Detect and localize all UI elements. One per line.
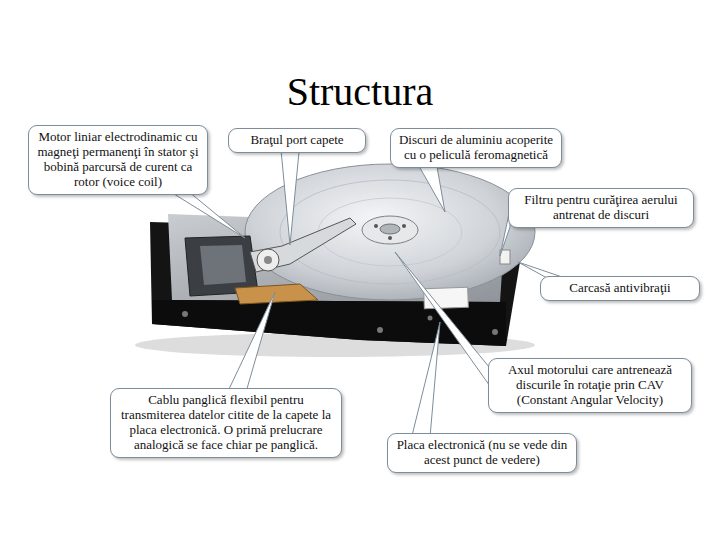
callout-text: Filtru pentru curăţirea aerului antrenat… (515, 193, 687, 223)
voice-coil (200, 245, 246, 285)
callout-text: Axul motorului care antrenează discurile… (495, 363, 685, 408)
head-arm (250, 218, 356, 272)
callout-box: Axul motorului care antrenează discurile… (488, 358, 692, 413)
screw (492, 329, 498, 335)
callout-box: Filtru pentru curăţirea aerului antrenat… (508, 188, 694, 228)
callout-text: Motor liniar electrodinamic cu magneţi p… (35, 130, 201, 190)
callout-tail (419, 166, 445, 212)
callout-text: Cablu panglică flexibil pentru transmite… (117, 393, 335, 453)
spindle (380, 224, 400, 234)
callout-text: Braţul port capete (235, 133, 359, 148)
screw (402, 224, 406, 228)
callout-box: Braţul port capete (228, 128, 366, 153)
screw (388, 236, 392, 240)
callout-text: Carcasă antivibraţii (547, 281, 693, 296)
arm-pivot (257, 249, 279, 271)
callout-text: Placa electronică (nu se vede din acest … (394, 438, 570, 468)
screw (182, 311, 188, 317)
callout-tail (229, 292, 275, 390)
callout-tail (172, 193, 245, 238)
callout-text: Discuri de aluminiu acoperite cu o pelic… (397, 133, 555, 163)
callout-box: Motor liniar electrodinamic cu magneţi p… (28, 125, 208, 195)
callout-tail (281, 151, 299, 245)
callout-box: Carcasă antivibraţii (540, 276, 700, 301)
callout-box: Placa electronică (nu se vede din acest … (387, 433, 577, 473)
callout-tail (412, 322, 440, 435)
screw (377, 327, 383, 333)
ribbon-cable (235, 284, 318, 304)
platter-ring (280, 180, 500, 284)
hub-clamp (362, 216, 418, 244)
callout-box: Discuri de aluminiu acoperite cu o pelic… (390, 128, 562, 168)
screw (428, 316, 433, 321)
screw (374, 224, 378, 228)
callout-box: Cablu panglică flexibil pentru transmite… (110, 388, 342, 458)
slide-title: Structura (0, 68, 720, 115)
arm-pivot (264, 256, 272, 264)
callout-tail (395, 252, 490, 386)
